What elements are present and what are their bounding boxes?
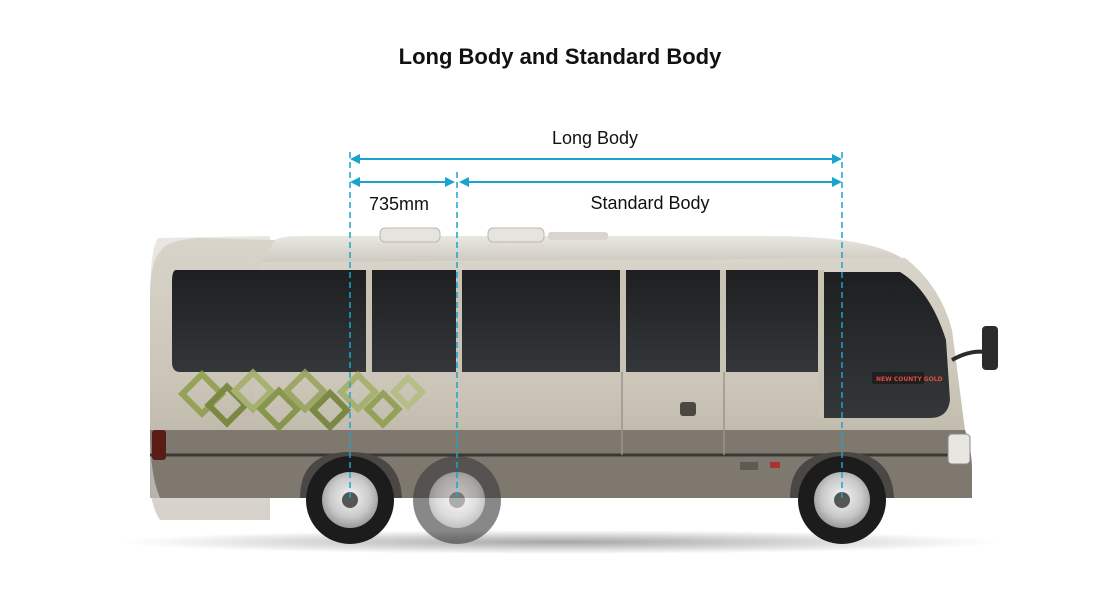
extension-length-label: 735mm — [368, 194, 430, 214]
page-title: Long Body and Standard Body — [398, 44, 722, 69]
rear-wheel-ghost — [413, 456, 501, 544]
bus-body: NEW COUNTY GOLD — [150, 227, 998, 498]
standard-body-label: Standard Body — [590, 193, 710, 213]
rear-wheel — [306, 456, 394, 544]
front-wheel — [798, 456, 886, 544]
side-decal — [177, 368, 427, 432]
dimension-guides — [349, 152, 843, 500]
long-body-label: Long Body — [551, 128, 639, 148]
dimension-arrows — [350, 154, 842, 187]
model-badge: NEW COUNTY GOLD — [876, 376, 943, 383]
